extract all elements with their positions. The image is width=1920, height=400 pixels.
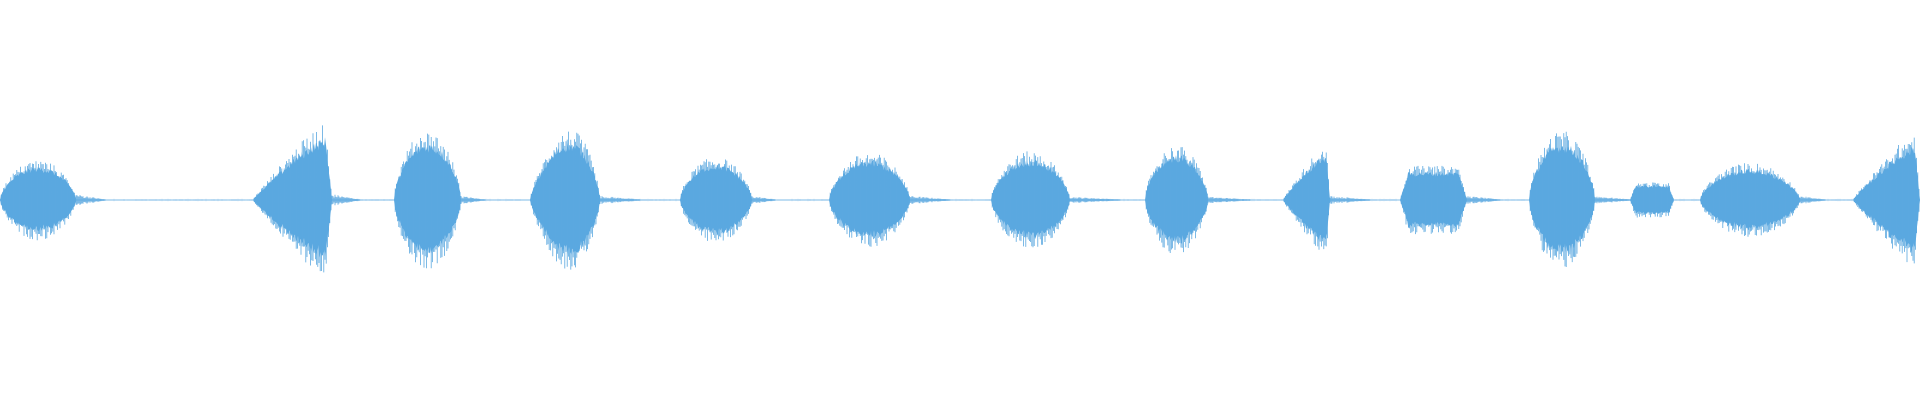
waveform-burst: [0, 161, 76, 241]
waveform-spikes: [1283, 151, 1331, 250]
waveform-burst: [253, 125, 332, 273]
waveform-spikes: [991, 151, 1070, 248]
waveform-spikes: [680, 159, 752, 241]
waveform-burst: [991, 151, 1070, 248]
waveform-tail: [1207, 196, 1251, 204]
waveform-tail: [331, 194, 361, 206]
waveform-spikes: [1529, 131, 1595, 267]
waveform-bursts: [0, 125, 1920, 273]
waveform-spikes: [1400, 165, 1467, 235]
waveform-spikes: [1630, 182, 1674, 218]
waveform-burst: [1283, 151, 1331, 250]
waveform-burst: [1700, 163, 1800, 237]
waveform-burst: [1853, 137, 1920, 264]
waveform-burst: [1145, 147, 1208, 253]
waveform-burst: [829, 154, 910, 247]
waveform-burst: [394, 133, 461, 269]
waveform-tail: [599, 196, 641, 204]
waveform-spikes: [829, 154, 910, 247]
waveform-spikes: [1700, 163, 1800, 237]
waveform-spikes: [0, 161, 76, 241]
waveform-spikes: [1853, 137, 1920, 264]
waveform-burst: [1529, 131, 1595, 267]
waveform-tail: [460, 196, 486, 204]
waveform-burst: [680, 159, 752, 241]
waveform-spikes: [394, 133, 461, 269]
waveform-burst: [1400, 165, 1467, 235]
waveform-spikes: [253, 125, 332, 273]
waveform-tail: [909, 196, 951, 204]
waveform-spikes: [530, 131, 600, 270]
waveform-tail: [1329, 196, 1371, 204]
waveform-envelope: [1283, 158, 1330, 242]
waveform-burst: [1630, 182, 1674, 218]
waveform-burst: [530, 131, 600, 270]
waveform-spikes: [1145, 147, 1208, 253]
